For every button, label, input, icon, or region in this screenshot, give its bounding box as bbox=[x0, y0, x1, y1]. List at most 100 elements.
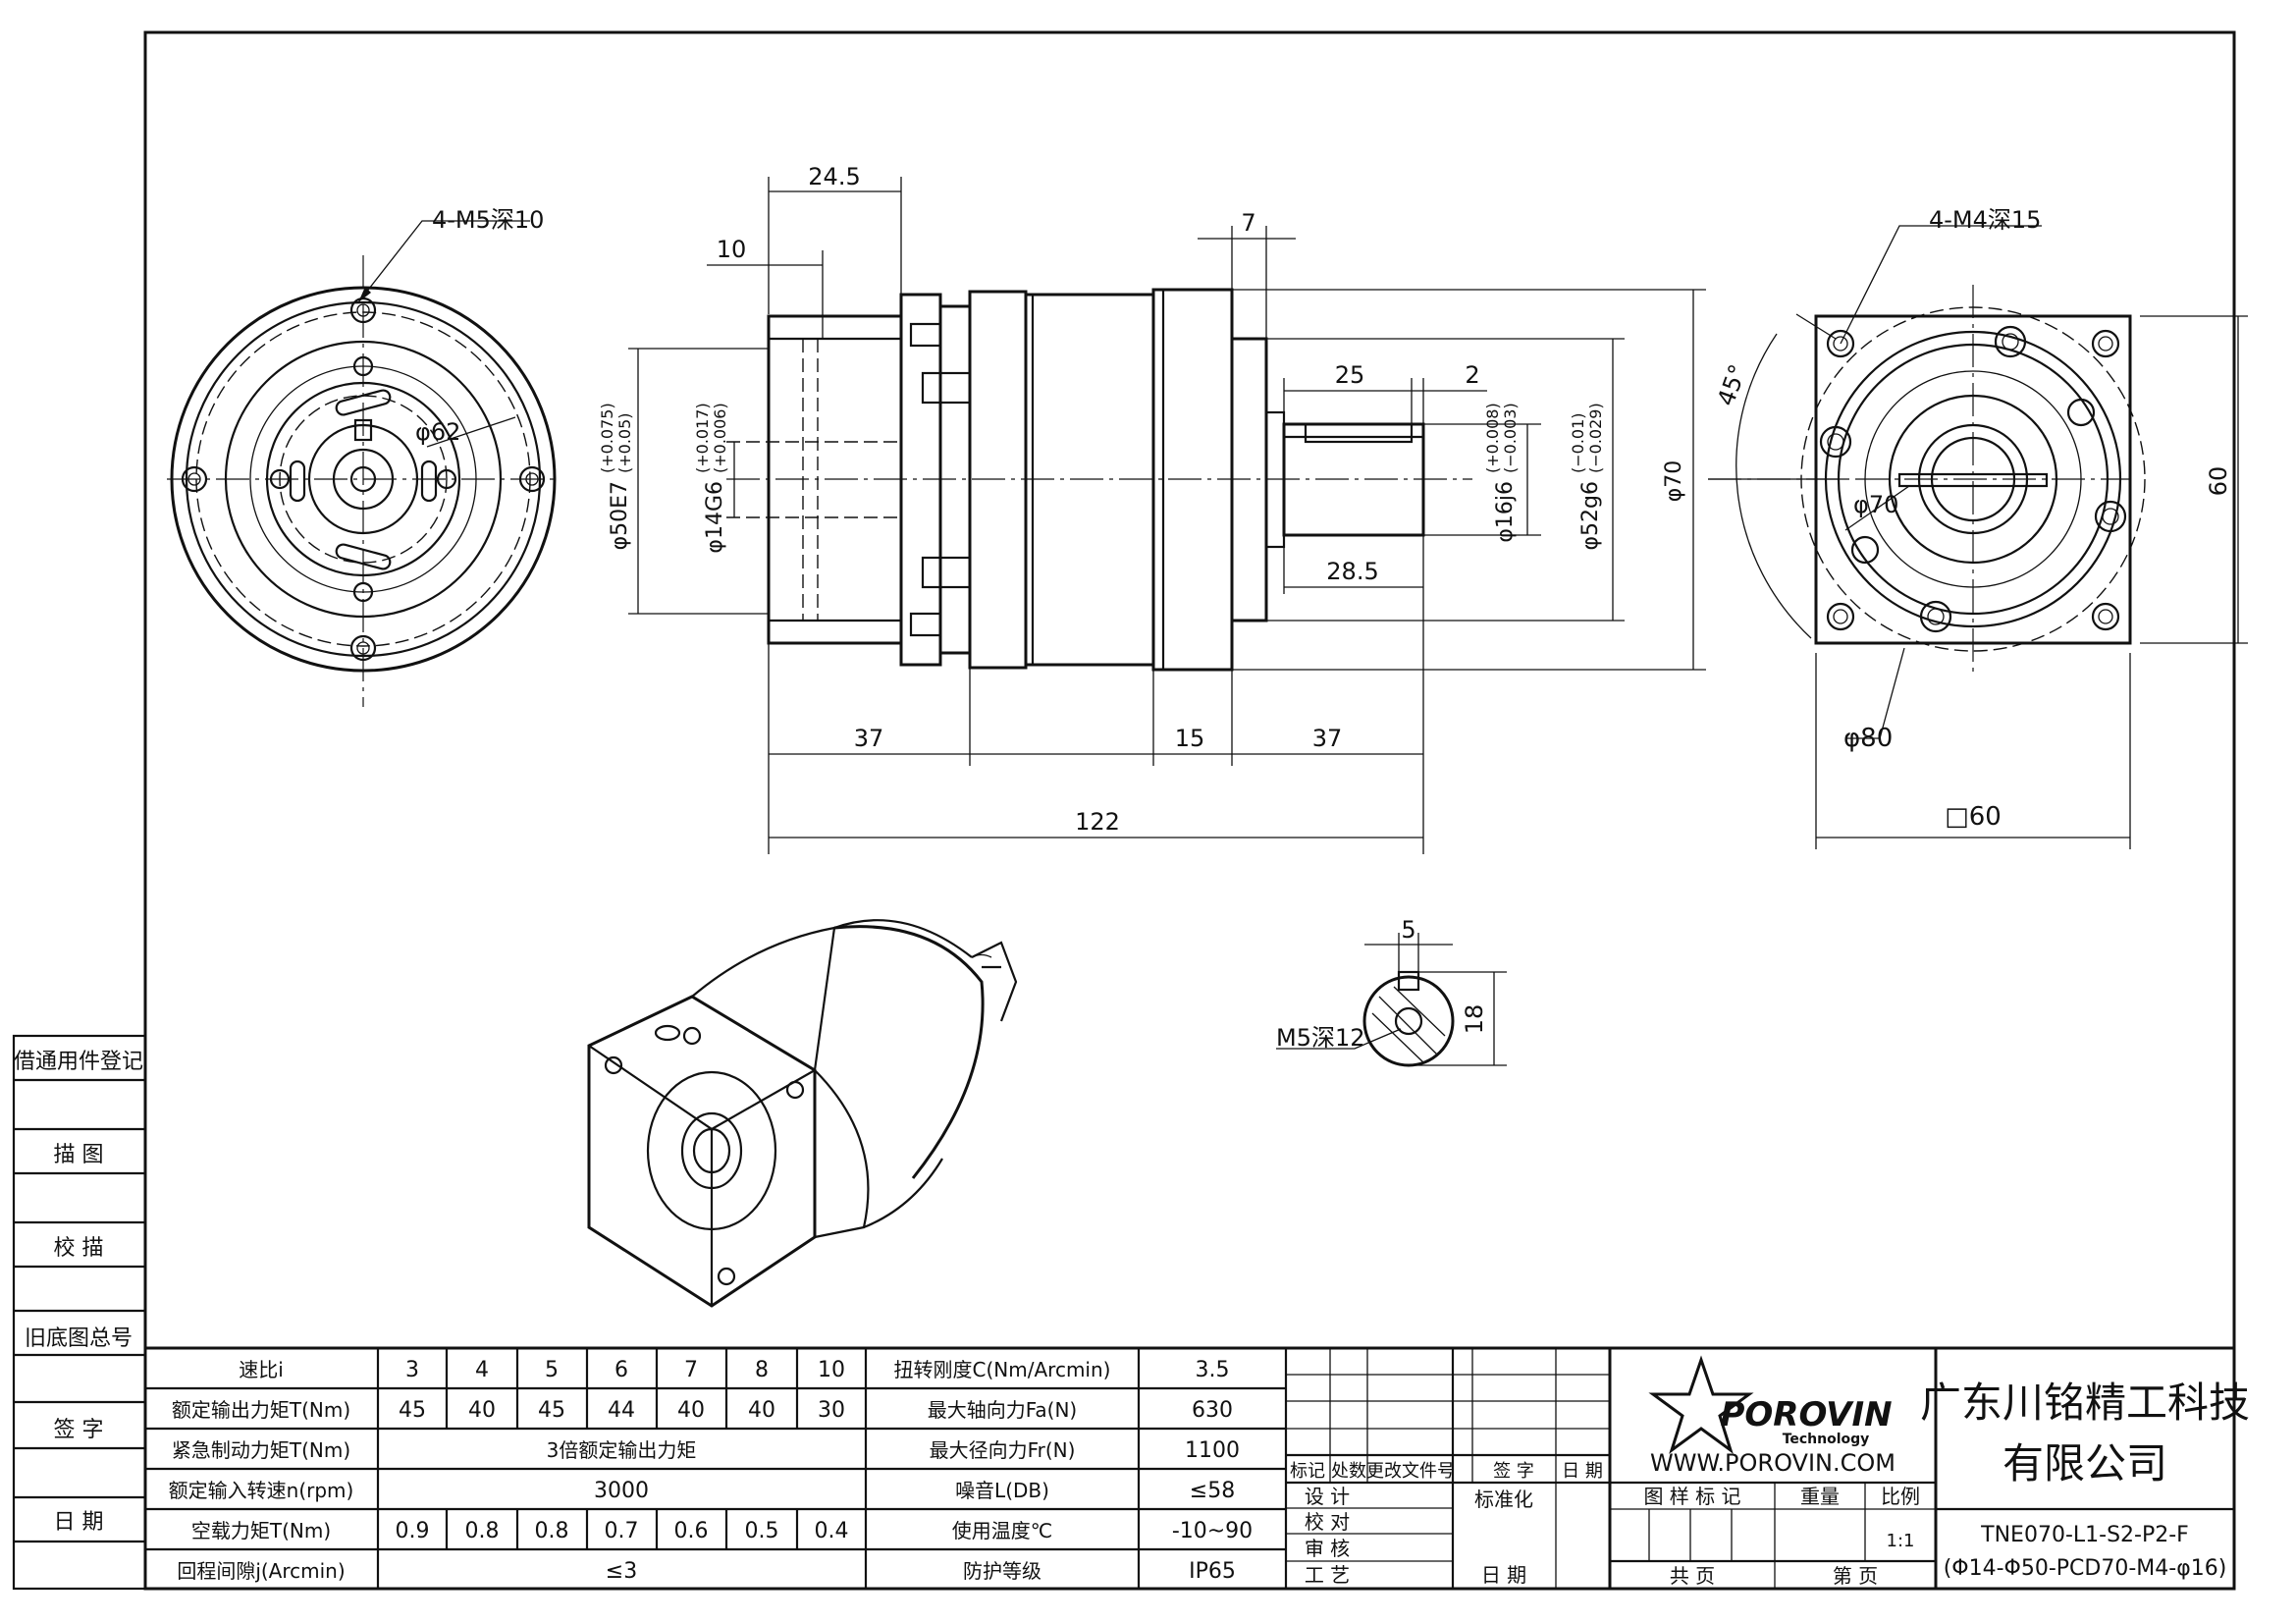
model-code: TNE070-L1-S2-P2-F bbox=[1980, 1523, 2189, 1547]
right-end-view: 45° 4-M4深15 φ70 φ80 60 □60 bbox=[1708, 206, 2248, 849]
brand-block: POROVIN Technology WWW.POROVIN.COM bbox=[1610, 1355, 1936, 1485]
model-spec: (Φ14-Φ50-PCD70-M4-φ16) bbox=[1944, 1556, 2227, 1581]
dim-2: 2 bbox=[1465, 361, 1479, 389]
noload-cell: 0.5 bbox=[745, 1519, 779, 1543]
brand-website: WWW.POROVIN.COM bbox=[1650, 1449, 1896, 1477]
tol-16-lower: (−0.003) bbox=[1501, 403, 1520, 473]
noload-cell: 0.7 bbox=[605, 1519, 639, 1543]
weight-header: 重量 bbox=[1800, 1485, 1840, 1508]
dim-28-5: 28.5 bbox=[1326, 558, 1378, 585]
company-block: 广东川铭精工科技 有限公司 TNE070-L1-S2-P2-F (Φ14-Φ50… bbox=[1920, 1348, 2250, 1589]
noload-cell: 0.6 bbox=[674, 1519, 709, 1543]
left-end-view: 4-M5深10 φ62 bbox=[167, 206, 560, 707]
spec-right-value-1: 3.5 bbox=[1196, 1358, 1230, 1382]
spec-right-value-2: 630 bbox=[1192, 1398, 1233, 1423]
revision-block: 标记 处数 更改文件号 签 字 日 期 设 计 校 对 审 核 工 艺 标准化 … bbox=[1286, 1348, 1612, 1589]
torque-cell: 44 bbox=[608, 1398, 635, 1423]
backlash-value: ≤3 bbox=[606, 1559, 637, 1584]
sheets-total: 共 页 bbox=[1670, 1564, 1715, 1588]
dim-15: 15 bbox=[1175, 725, 1205, 752]
key-width-label: 5 bbox=[1401, 916, 1415, 944]
spec-row-label-1: 速比i bbox=[239, 1358, 284, 1381]
torque-cell: 40 bbox=[468, 1398, 496, 1423]
key-thread-label: M5深12 bbox=[1276, 1024, 1365, 1052]
dim-60-vertical: 60 bbox=[2205, 466, 2232, 497]
tol-50-upper: (+0.075) bbox=[598, 403, 616, 473]
left-pcd-label: φ62 bbox=[415, 418, 460, 446]
spec-row-label-6: 回程间隙j(Arcmin) bbox=[177, 1559, 345, 1583]
torque-cell: 30 bbox=[818, 1398, 845, 1423]
key-height-label: 18 bbox=[1461, 1004, 1488, 1035]
role-check: 校 对 bbox=[1305, 1510, 1350, 1534]
noload-cell: 0.8 bbox=[465, 1519, 500, 1543]
spec-right-value-4: ≤58 bbox=[1190, 1479, 1235, 1503]
left-thread-label: 4-M5深10 bbox=[432, 206, 544, 234]
tol-52-upper: (−0.01) bbox=[1569, 412, 1587, 473]
date-label: 日 期 bbox=[1481, 1563, 1526, 1587]
tol-14-lower: (+0.006) bbox=[711, 403, 729, 473]
side-label-5: 签 字 bbox=[54, 1418, 104, 1442]
ratio-cell: 7 bbox=[684, 1358, 698, 1382]
scale-header: 比例 bbox=[1881, 1485, 1920, 1508]
spec-row-label-5: 空载力矩T(Nm) bbox=[191, 1519, 331, 1542]
drawing-mark-header: 图 样 标 记 bbox=[1643, 1485, 1740, 1508]
rev-header-mark: 标记 bbox=[1290, 1461, 1325, 1482]
spec-right-value-5: -10~90 bbox=[1172, 1519, 1253, 1543]
torque-cell: 40 bbox=[748, 1398, 775, 1423]
brand-logo: POROVIN bbox=[1720, 1395, 1892, 1434]
role-process: 工 艺 bbox=[1305, 1563, 1350, 1587]
dim-25: 25 bbox=[1335, 361, 1365, 389]
spec-right-value-3: 1100 bbox=[1185, 1438, 1240, 1463]
role-review: 审 核 bbox=[1305, 1537, 1350, 1560]
side-view: 24.5 10 7 25 2 28.5 bbox=[598, 163, 1706, 854]
spec-row-label-4: 额定输入转速n(rpm) bbox=[169, 1479, 354, 1502]
right-pcd-label: φ70 bbox=[1853, 491, 1898, 518]
side-label-3: 校 描 bbox=[54, 1236, 104, 1261]
torque-cell: 40 bbox=[677, 1398, 705, 1423]
rev-header-doc: 更改文件号 bbox=[1366, 1461, 1455, 1482]
dia-50-label: φ50E7 bbox=[608, 481, 632, 550]
dim-24-5: 24.5 bbox=[808, 163, 860, 190]
company-name-line2: 有限公司 bbox=[2002, 1439, 2167, 1488]
spec-row-label-3: 紧急制动力矩T(Nm) bbox=[172, 1438, 350, 1462]
side-label-column: 借通用件登记 描 图 校 描 旧底图总号 签 字 日 期 bbox=[12, 1034, 147, 1591]
standardization-label: 标准化 bbox=[1474, 1488, 1533, 1511]
side-label-2: 描 图 bbox=[54, 1143, 104, 1167]
dia-70-label: φ70 bbox=[1662, 460, 1686, 503]
spec-table: 速比i 额定输出力矩T(Nm) 紧急制动力矩T(Nm) 额定输入转速n(rpm)… bbox=[145, 1348, 1288, 1589]
noload-cell: 0.4 bbox=[815, 1519, 849, 1543]
input-speed-value: 3000 bbox=[594, 1479, 649, 1503]
dim-60-horizontal: □60 bbox=[1945, 802, 2002, 832]
spec-right-label-3: 最大径向力Fr(N) bbox=[930, 1438, 1076, 1462]
dim-7: 7 bbox=[1241, 209, 1255, 237]
right-thread-label: 4-M4深15 bbox=[1929, 206, 2041, 234]
dia-16-label: φ16j6 bbox=[1493, 481, 1518, 543]
sheet-number: 第 页 bbox=[1833, 1564, 1878, 1588]
dim-10: 10 bbox=[717, 236, 747, 263]
right-dia80-label: φ80 bbox=[1843, 724, 1893, 753]
torque-cell: 45 bbox=[538, 1398, 565, 1423]
spec-right-label-6: 防护等级 bbox=[963, 1559, 1041, 1583]
isometric-view bbox=[587, 919, 1018, 1308]
spec-right-label-1: 扭转刚度C(Nm/Arcmin) bbox=[894, 1358, 1111, 1381]
brand-logo-sub: Technology bbox=[1783, 1432, 1870, 1447]
role-design: 设 计 bbox=[1305, 1485, 1350, 1508]
drawing-frame bbox=[143, 30, 2236, 1591]
scale-value: 1:1 bbox=[1887, 1531, 1915, 1551]
noload-cell: 0.8 bbox=[535, 1519, 569, 1543]
side-label-1: 借通用件登记 bbox=[14, 1050, 143, 1074]
ratio-cell: 4 bbox=[475, 1358, 489, 1382]
dia-14-label: φ14G6 bbox=[703, 481, 727, 554]
dim-37-input: 37 bbox=[854, 725, 884, 752]
tol-16-upper: (+0.008) bbox=[1483, 403, 1502, 473]
spec-row-label-2: 额定输出力矩T(Nm) bbox=[172, 1398, 350, 1422]
torque-cell: 45 bbox=[399, 1398, 426, 1423]
shaft-section-view: 5 18 M5深12 bbox=[1276, 916, 1507, 1067]
star-logo-icon bbox=[1648, 1355, 1754, 1454]
noload-cell: 0.9 bbox=[396, 1519, 430, 1543]
ratio-cell: 6 bbox=[614, 1358, 628, 1382]
dim-37-output: 37 bbox=[1312, 725, 1343, 752]
spec-right-value-6: IP65 bbox=[1189, 1559, 1236, 1584]
spec-right-label-5: 使用温度℃ bbox=[952, 1519, 1052, 1542]
